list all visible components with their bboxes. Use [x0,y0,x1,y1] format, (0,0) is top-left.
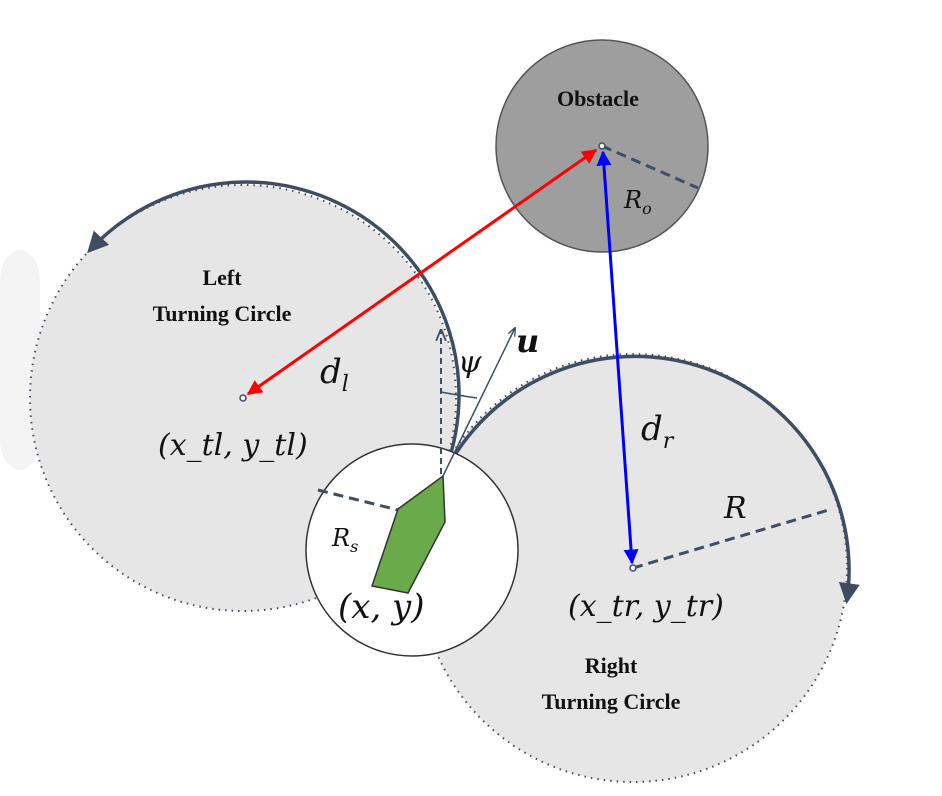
left-title-line2: Turning Circle [153,301,292,326]
ship-radius-line [317,488,399,512]
right-turning-arc [441,354,860,605]
ship-shape [371,474,446,594]
left-center-label: (x_tl, y_tl) [158,428,308,463]
right-center-point [629,564,637,572]
left-distance-label: dl [320,352,349,397]
left-distance-arrow [246,148,598,396]
ship-radius-label: Rs [331,524,358,556]
right-radius-line [632,507,833,570]
left-edge-shadow [0,250,40,470]
right-distance-arrow [596,150,639,565]
psi-label: ψ [458,345,482,380]
ship-position-label: (x, y) [338,587,425,627]
left-circle-dotted-outline [29,184,457,612]
velocity-label: u [516,322,539,360]
obstacle-center-point [598,142,606,150]
right-center-label: (x_tr, y_tr) [568,589,724,624]
right-title-line1: Right [585,653,638,678]
left-title-line1: Left [202,265,242,290]
radius-label: R [723,491,747,526]
obstacle-label: Obstacle [557,86,639,111]
right-distance-label: dr [641,409,675,454]
left-center-point [239,394,247,402]
obstacle-radius-label: Ro [623,186,652,218]
right-title-line2: Turning Circle [542,689,681,714]
